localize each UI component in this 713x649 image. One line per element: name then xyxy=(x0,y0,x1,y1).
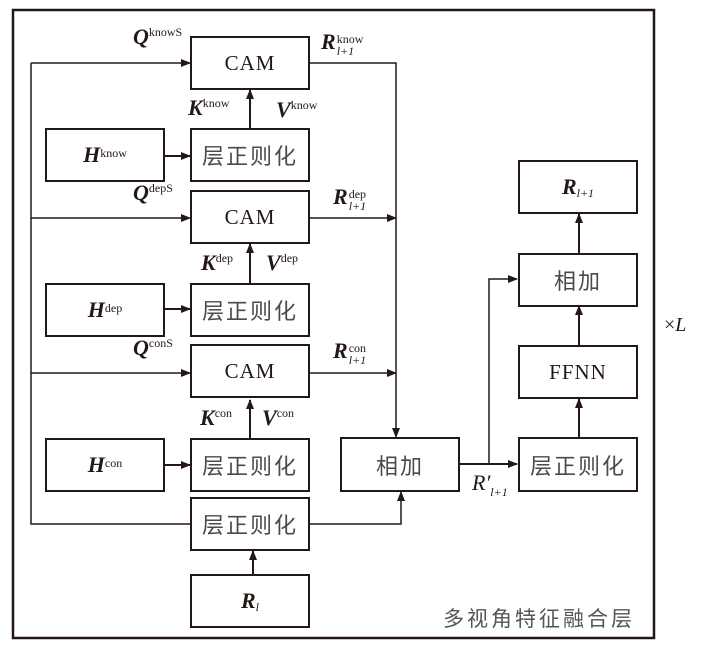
line-residual xyxy=(310,491,405,525)
r-l-sub: l xyxy=(255,599,260,614)
layernorm-con-label: 层正则化 xyxy=(201,455,298,480)
v-dep-sup: dep xyxy=(280,250,299,265)
add-top-label: 相加 xyxy=(553,270,602,295)
repeat-var: L xyxy=(675,314,687,336)
r-know-var: R xyxy=(321,29,336,54)
q-dep-sup: depS xyxy=(148,180,173,195)
r-know-sup: know xyxy=(336,32,364,47)
k-con-var: K xyxy=(200,405,215,430)
v-know-var: V xyxy=(276,97,291,122)
layernorm-know-label: 层正则化 xyxy=(201,145,298,170)
h-know-sup: know xyxy=(100,145,127,160)
r-l1-sub: l+1 xyxy=(576,185,595,200)
r-con-sub: l+1 xyxy=(348,353,367,368)
layernorm-dep-label: 层正则化 xyxy=(201,300,298,325)
q-know-label: QknowS xyxy=(133,24,182,50)
cam-con-box: CAM xyxy=(190,344,310,398)
k-know-label: Kknow xyxy=(188,95,229,121)
cam-dep-box: CAM xyxy=(190,190,310,244)
r-prime-label: R′l+1 xyxy=(472,470,508,499)
h-dep-sup: dep xyxy=(104,300,123,315)
line-r-know xyxy=(310,62,400,438)
k-con-sup: con xyxy=(214,405,233,420)
add-mid-label: 相加 xyxy=(375,454,424,480)
v-con-sup: con xyxy=(276,405,295,420)
v-dep-label: Vdep xyxy=(266,250,298,276)
ffnn-label: FFNN xyxy=(549,359,607,384)
layernorm-know-box: 层正则化 xyxy=(190,128,310,182)
v-know-sup: know xyxy=(290,97,318,112)
cam-know-label: CAM xyxy=(224,50,276,75)
r-con-sup: con xyxy=(348,341,367,356)
line-residual-2 xyxy=(488,275,518,464)
layernorm-input-box: 层正则化 xyxy=(190,497,310,551)
k-dep-sup: dep xyxy=(215,250,234,265)
add-top-box: 相加 xyxy=(518,253,638,307)
q-con-var: Q xyxy=(133,335,149,360)
layernorm-dep-box: 层正则化 xyxy=(190,283,310,337)
k-know-sup: know xyxy=(202,95,230,110)
v-con-var: V xyxy=(262,405,277,430)
k-con-label: Kcon xyxy=(200,405,232,431)
module-title: 多视角特征融合层 xyxy=(443,607,635,631)
q-con-sup: conS xyxy=(148,335,173,350)
layernorm-right-box: 层正则化 xyxy=(518,437,638,492)
r-l-var: R xyxy=(240,588,256,613)
module-frame xyxy=(11,8,656,640)
cam-con-label: CAM xyxy=(224,358,276,383)
r-con-var: R xyxy=(333,338,348,363)
query-bus-line xyxy=(30,63,190,525)
h-know-var: H xyxy=(83,142,101,167)
layernorm-con-box: 层正则化 xyxy=(190,438,310,492)
q-know-sup: knowS xyxy=(148,24,183,39)
add-mid-box: 相加 xyxy=(340,437,460,492)
q-dep-var: Q xyxy=(133,180,149,205)
r-l1-var: R xyxy=(561,174,577,199)
layernorm-input-label: 层正则化 xyxy=(201,514,298,539)
v-con-label: Vcon xyxy=(262,405,294,431)
r-prime-var: R′ xyxy=(472,470,491,495)
r-dep-sup: dep xyxy=(348,187,367,202)
r-dep-var: R xyxy=(333,184,348,209)
cam-know-box: CAM xyxy=(190,36,310,90)
h-con-sup: con xyxy=(104,455,123,470)
r-know-sub: l+1 xyxy=(336,44,355,59)
k-dep-label: Kdep xyxy=(201,250,233,276)
cam-dep-label: CAM xyxy=(224,204,276,229)
q-know-var: Q xyxy=(133,24,149,49)
r-dep-sub: l+1 xyxy=(348,199,367,214)
q-dep-label: QdepS xyxy=(133,180,173,206)
repeat-symbol: × xyxy=(664,314,676,336)
r-prime-sub: l+1 xyxy=(490,485,508,499)
v-know-label: Vknow xyxy=(276,97,317,123)
k-dep-var: K xyxy=(201,250,216,275)
repeat-label: ×L xyxy=(664,314,686,337)
v-dep-var: V xyxy=(266,250,281,275)
k-know-var: K xyxy=(188,95,203,120)
h-dep-var: H xyxy=(87,297,105,322)
layernorm-right-label: 层正则化 xyxy=(529,454,626,480)
h-con-var: H xyxy=(87,452,105,477)
ffnn-box: FFNN xyxy=(518,345,638,399)
q-con-label: QconS xyxy=(133,335,173,361)
